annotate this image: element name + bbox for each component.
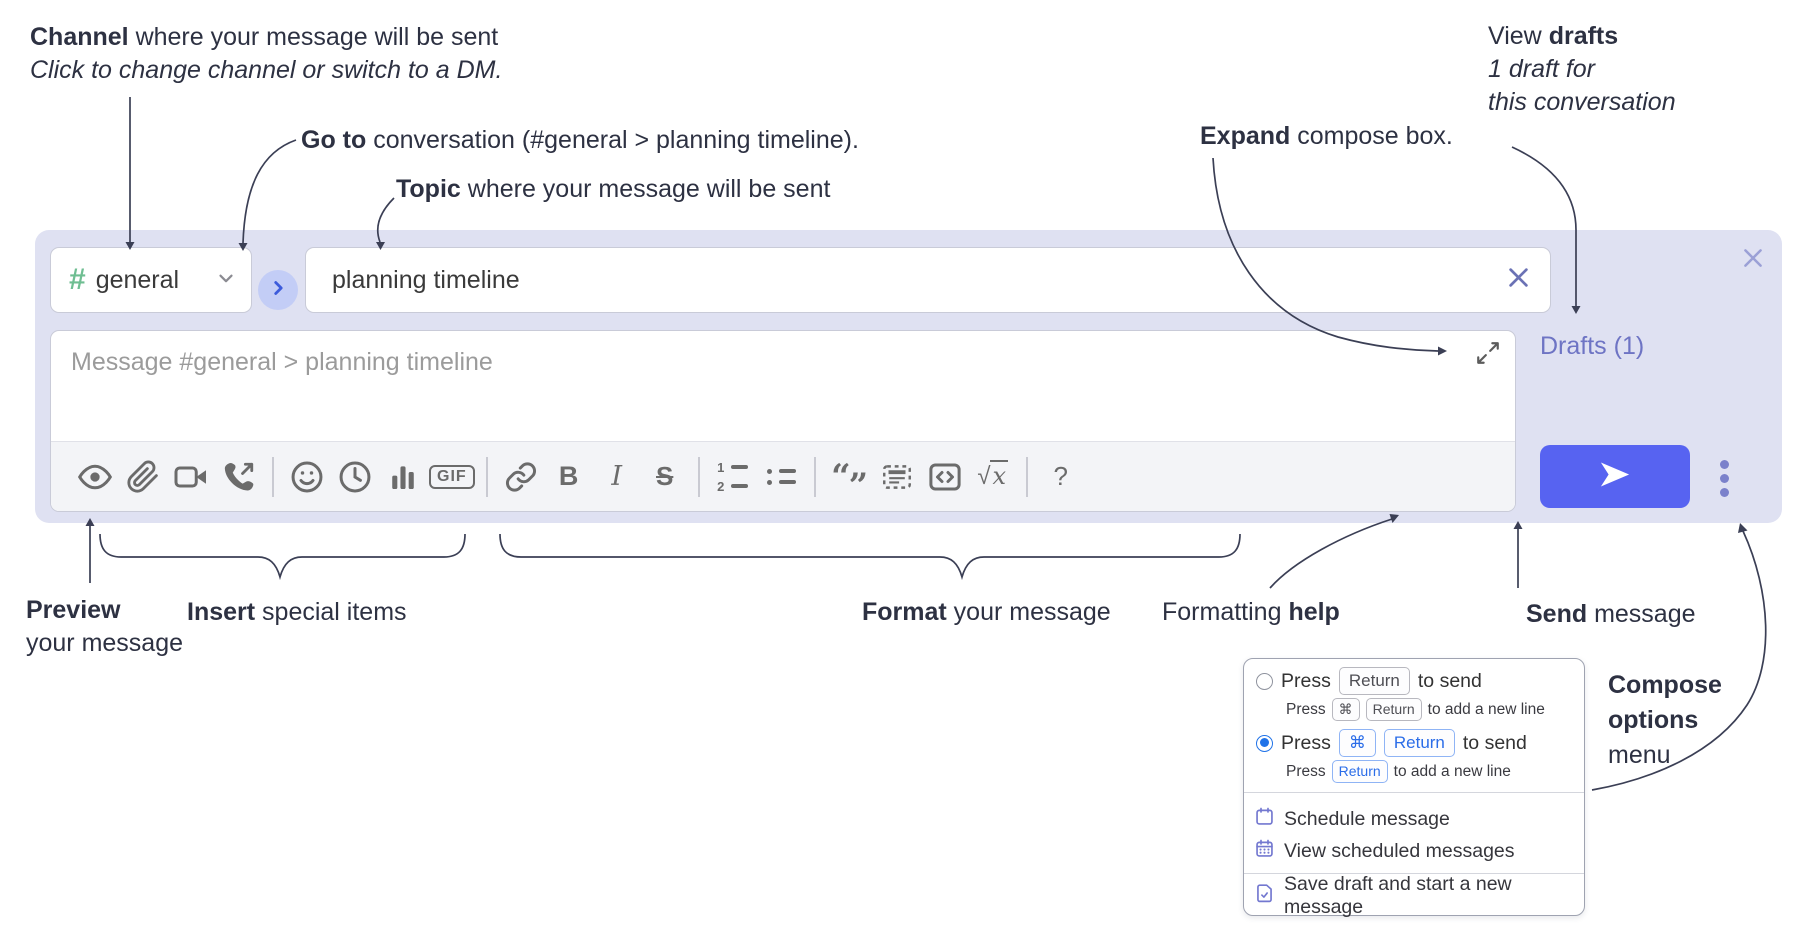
quote-icon[interactable]: “” bbox=[831, 456, 868, 506]
drafts-link[interactable]: Drafts (1) bbox=[1540, 332, 1645, 360]
label-formatting-help: Formatting help bbox=[1162, 598, 1340, 626]
compose-toolbar: GIF B I S 1 2 bbox=[51, 441, 1515, 511]
toolbar-divider bbox=[485, 456, 488, 497]
close-compose-icon[interactable] bbox=[1735, 240, 1771, 276]
draft-check-icon bbox=[1254, 883, 1275, 910]
kbd-return: Return bbox=[1338, 667, 1410, 695]
option-cmd-return-to-send[interactable]: Press ⌘ Return to send bbox=[1256, 729, 1527, 757]
code-icon[interactable] bbox=[923, 455, 967, 499]
time-icon[interactable] bbox=[333, 455, 377, 499]
annotation-expand: Expand compose box. bbox=[1200, 122, 1453, 150]
annotation-channel-bold: Channel bbox=[30, 23, 129, 51]
toolbar-divider bbox=[272, 456, 274, 497]
label-format: Format your message bbox=[862, 598, 1111, 626]
annotation-topic: Topic where your message will be sent bbox=[396, 175, 831, 203]
arrow-formatting-help bbox=[1269, 514, 1399, 589]
toolbar-divider bbox=[697, 456, 700, 497]
channel-name: general bbox=[95, 265, 180, 294]
channel-selector[interactable]: # general bbox=[50, 247, 252, 313]
arrow-send bbox=[1513, 521, 1523, 588]
option-return-to-send[interactable]: Press Return to send bbox=[1256, 667, 1482, 695]
bulleted-list-icon[interactable] bbox=[759, 455, 803, 499]
menu-item-view-scheduled-messages[interactable]: View scheduled messages bbox=[1254, 835, 1515, 867]
clear-topic-icon[interactable] bbox=[1505, 264, 1532, 296]
kbd-cmd: ⌘ bbox=[1331, 698, 1360, 721]
expand-compose-icon[interactable] bbox=[1475, 340, 1503, 368]
link-icon[interactable] bbox=[499, 455, 543, 499]
chevron-right-icon bbox=[267, 277, 289, 304]
radio-selected-icon[interactable] bbox=[1256, 734, 1273, 752]
kbd-return: Return bbox=[1365, 698, 1422, 721]
menu-item-schedule-message[interactable]: Schedule message bbox=[1254, 803, 1450, 835]
toolbar-divider bbox=[1025, 456, 1028, 497]
bold-icon[interactable]: B bbox=[558, 461, 579, 491]
video-call-icon[interactable] bbox=[169, 455, 213, 499]
send-button[interactable] bbox=[1540, 445, 1690, 508]
preview-icon[interactable] bbox=[73, 455, 117, 499]
calendar-grid-icon bbox=[1254, 838, 1275, 865]
annotation-channel-note: Click to change channel or switch to a D… bbox=[30, 56, 503, 84]
message-box: GIF B I S 1 2 bbox=[50, 330, 1516, 512]
annotation-channel: Channel where your message will be sent … bbox=[30, 21, 502, 87]
option-cmd-return-subtext: Press Return to add a new line bbox=[1286, 760, 1511, 783]
brace-insert bbox=[99, 533, 466, 581]
label-insert: Insert special items bbox=[187, 598, 407, 626]
italic-icon[interactable]: I bbox=[611, 461, 622, 492]
kbd-cmd: ⌘ bbox=[1338, 729, 1376, 757]
topic-input-box bbox=[305, 247, 1551, 313]
label-send: Send message bbox=[1526, 600, 1696, 628]
annotation-view-drafts: View drafts 1 draft for this conversatio… bbox=[1488, 22, 1676, 116]
annotation-goto: Go to conversation (#general > planning … bbox=[301, 126, 859, 154]
strikethrough-icon[interactable]: S bbox=[656, 461, 674, 491]
arrow-preview bbox=[85, 518, 95, 583]
message-input[interactable] bbox=[51, 331, 1515, 441]
spoiler-icon[interactable] bbox=[875, 455, 919, 499]
poll-icon[interactable] bbox=[381, 455, 425, 499]
message-formatting-help-icon[interactable]: ? bbox=[1053, 461, 1068, 491]
label-compose-options: Compose options menu bbox=[1608, 671, 1722, 769]
label-preview: Preview your message bbox=[26, 596, 184, 657]
math-icon[interactable]: √x bbox=[977, 460, 1009, 490]
kbd-return: Return bbox=[1331, 760, 1388, 783]
compose-options-popup: Press Return to send Press ⌘ Return to a… bbox=[1243, 658, 1585, 918]
send-icon bbox=[1599, 461, 1631, 493]
arrow-channel bbox=[125, 97, 135, 250]
toolbar-divider bbox=[813, 456, 816, 497]
menu-item-save-draft-new-message[interactable]: Save draft and start a new message bbox=[1254, 873, 1584, 918]
numbered-list-icon[interactable]: 1 2 bbox=[711, 455, 755, 499]
kbd-return: Return bbox=[1383, 729, 1455, 757]
gif-icon[interactable]: GIF bbox=[429, 455, 475, 499]
option-return-subtext: Press ⌘ Return to add a new line bbox=[1286, 698, 1545, 721]
calendar-icon bbox=[1254, 806, 1275, 833]
goto-conversation-button[interactable] bbox=[258, 270, 298, 310]
radio-unselected-icon[interactable] bbox=[1256, 672, 1273, 690]
popup-divider bbox=[1244, 792, 1584, 793]
chevron-down-icon bbox=[215, 267, 237, 294]
compose-options-menu-icon[interactable] bbox=[1707, 452, 1741, 504]
topic-input[interactable] bbox=[330, 264, 1505, 296]
popup-divider bbox=[1244, 873, 1584, 874]
voice-call-icon[interactable] bbox=[217, 455, 261, 499]
channel-hash-icon: # bbox=[69, 263, 86, 296]
compose-box: # general bbox=[35, 230, 1782, 523]
attach-file-icon[interactable] bbox=[121, 455, 165, 499]
annotation-channel-rest: where your message will be sent bbox=[128, 23, 499, 51]
brace-format bbox=[499, 533, 1241, 581]
emoji-icon[interactable] bbox=[285, 455, 329, 499]
